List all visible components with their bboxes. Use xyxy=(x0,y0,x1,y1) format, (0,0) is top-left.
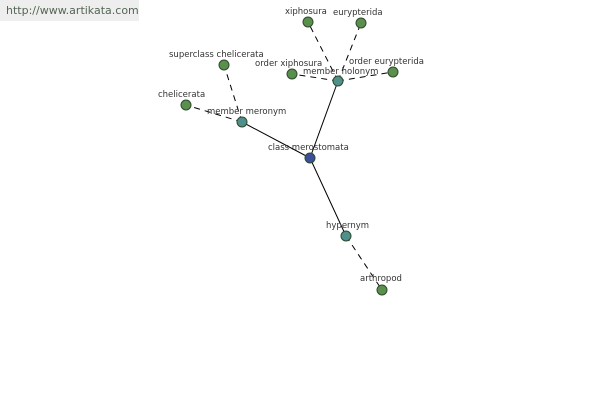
label-member-holonym[interactable]: member holonym xyxy=(303,67,378,77)
node-order-eurypterida[interactable] xyxy=(387,66,399,78)
edge-member-meronym-chelicerata xyxy=(185,104,243,123)
edge-center-member-holonym xyxy=(309,80,339,159)
node-hypernym[interactable] xyxy=(340,230,352,242)
label-order-xiphosura[interactable]: order xiphosura xyxy=(255,59,322,69)
label-arthropod[interactable]: arthropod xyxy=(360,274,402,284)
label-chelicerata[interactable]: chelicerata xyxy=(158,90,205,100)
node-member-meronym[interactable] xyxy=(236,116,248,128)
node-xiphosura[interactable] xyxy=(302,16,314,28)
site-url[interactable]: http://www.artikata.com xyxy=(0,0,139,21)
label-superclass-chelicerata[interactable]: superclass chelicerata xyxy=(169,50,264,60)
label-class-merostomata[interactable]: class merostomata xyxy=(268,143,349,153)
node-class-merostomata[interactable] xyxy=(304,152,316,164)
node-chelicerata[interactable] xyxy=(180,99,192,111)
label-member-meronym[interactable]: member meronym xyxy=(207,107,286,117)
node-arthropod[interactable] xyxy=(376,284,388,296)
node-eurypterida[interactable] xyxy=(355,17,367,29)
node-superclass-chelicerata[interactable] xyxy=(218,59,230,71)
label-eurypterida[interactable]: eurypterida xyxy=(333,8,383,18)
node-order-xiphosura[interactable] xyxy=(286,68,298,80)
edge-center-hypernym xyxy=(309,157,347,237)
edge-member-holonym-order-xiphosura xyxy=(291,73,339,82)
label-order-eurypterida[interactable]: order eurypterida xyxy=(349,57,424,67)
edge-member-holonym-order-eurypterida xyxy=(337,71,394,82)
label-xiphosura[interactable]: xiphosura xyxy=(285,7,327,17)
edge-member-holonym-xiphosura xyxy=(307,21,339,82)
edge-center-member-meronym xyxy=(241,121,311,159)
label-hypernym[interactable]: hypernym xyxy=(326,221,369,231)
node-member-holonym[interactable] xyxy=(332,75,344,87)
edge-member-meronym-superclass-chelicerata xyxy=(223,64,243,123)
